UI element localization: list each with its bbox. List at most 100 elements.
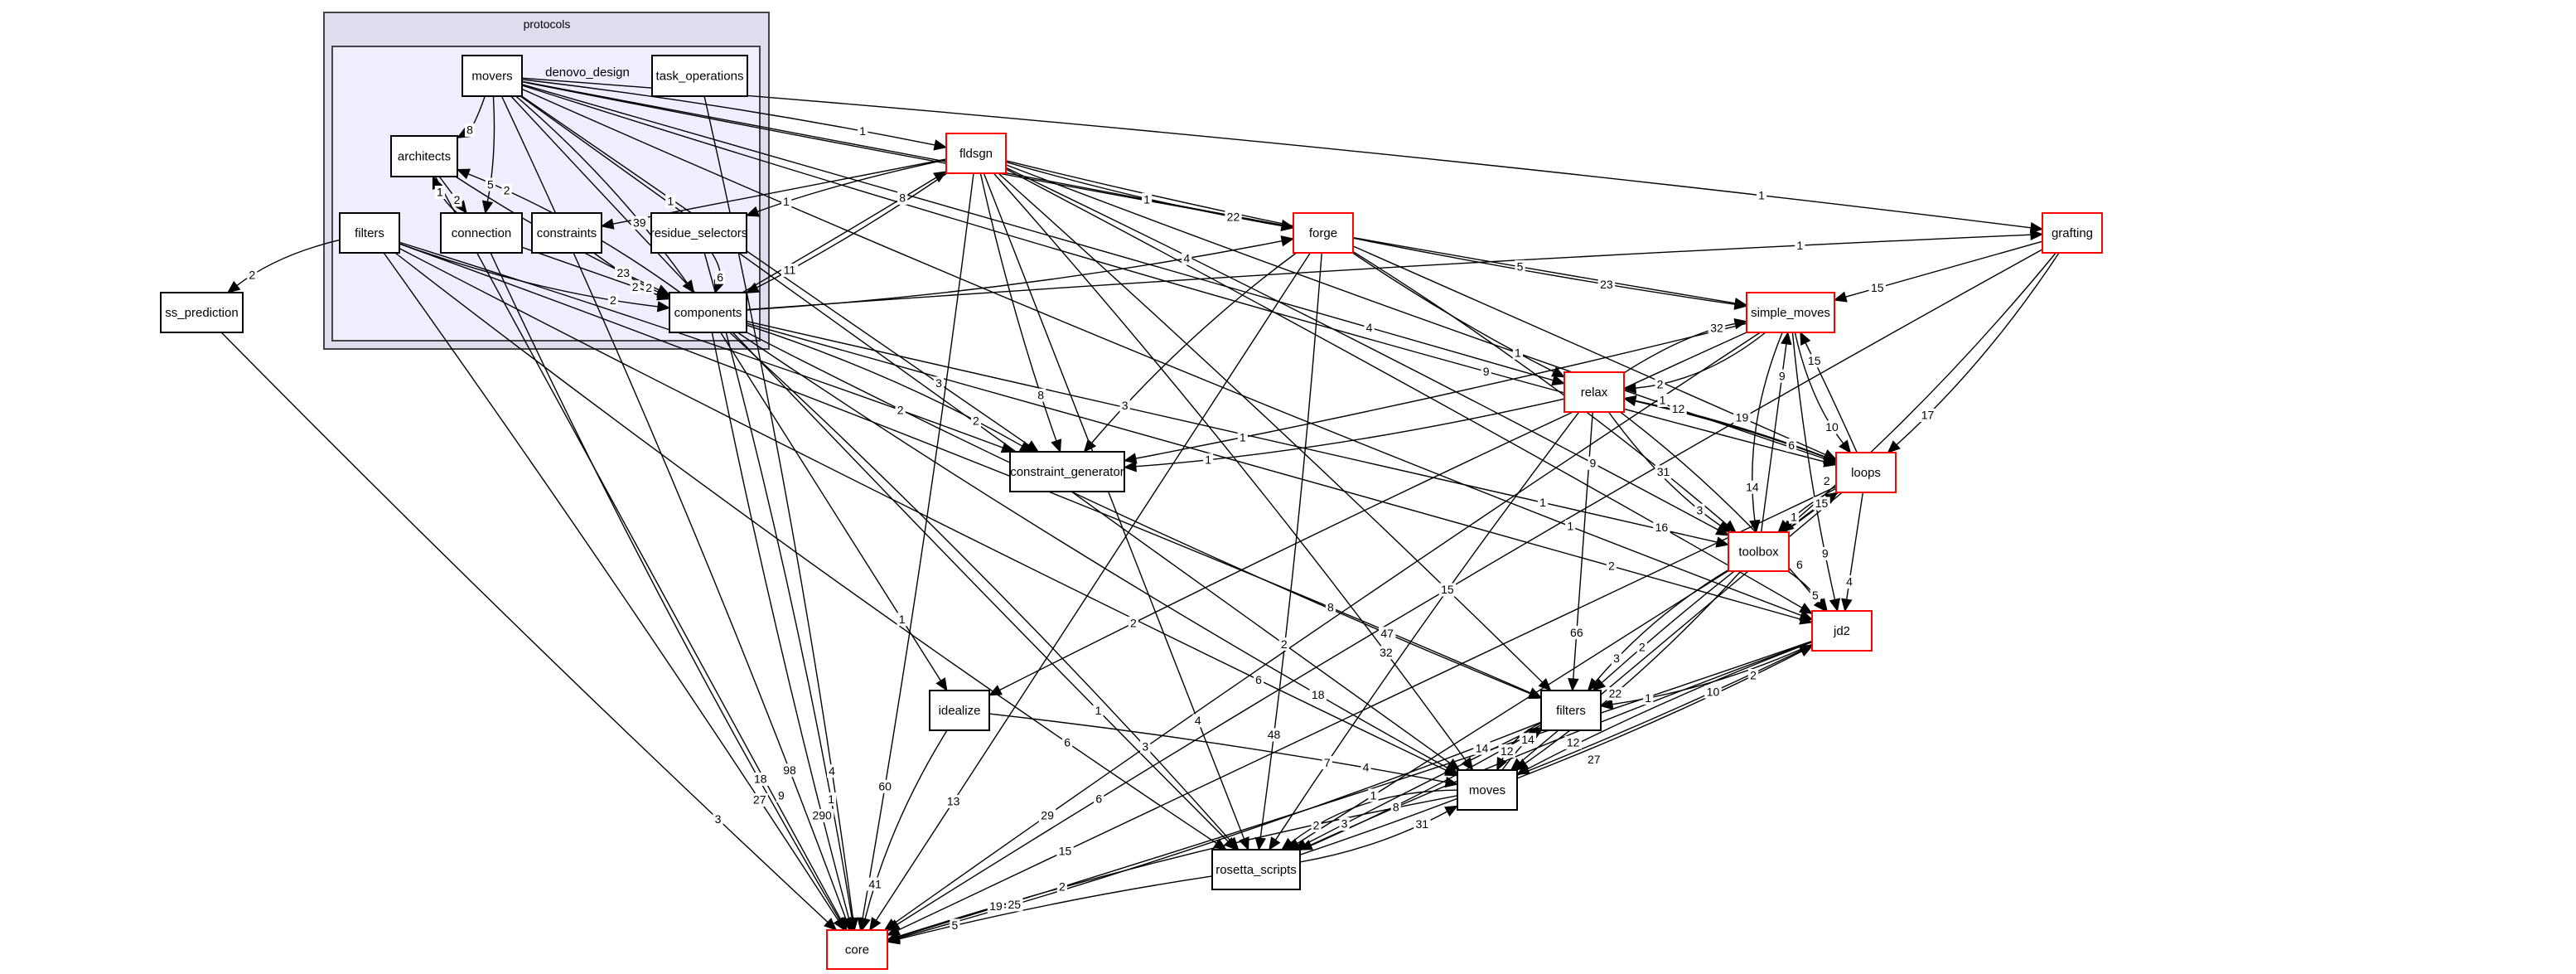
node-box[interactable] — [339, 212, 400, 254]
node-box[interactable] — [1563, 371, 1625, 413]
edge-count-label[interactable]: 9 — [1779, 369, 1786, 382]
edge-rosetta_scripts-to-core[interactable] — [886, 875, 1213, 945]
edge-movers-to-constraint_generator[interactable] — [521, 95, 1040, 453]
edge-connection-to-core[interactable] — [490, 252, 847, 932]
edge-count-label[interactable]: 17 — [1921, 409, 1935, 422]
edge-count-label[interactable]: 22 — [1609, 687, 1622, 700]
edge-grafting-to-core[interactable] — [886, 249, 2043, 932]
edge-fldsgn-to-rosetta_scripts[interactable] — [983, 172, 1249, 851]
edge-count-label[interactable]: 2 — [1608, 560, 1615, 573]
edge-components-to-core[interactable] — [711, 332, 855, 932]
edge-filters_dd-to-ss_prediction[interactable] — [226, 239, 341, 293]
edge-count-label[interactable]: 1 — [783, 195, 790, 208]
edge-relax-to-filters[interactable] — [1568, 411, 1593, 692]
edge-count-label[interactable]: 19 — [989, 899, 1003, 913]
edge-fldsgn-to-jd2[interactable] — [1005, 168, 1814, 614]
edge-count-label[interactable]: 2 — [1750, 669, 1757, 682]
node-box[interactable] — [160, 292, 244, 333]
edge-count-label[interactable]: 4 — [829, 764, 835, 778]
node-box[interactable] — [1746, 292, 1835, 333]
edge-jd2-to-core[interactable] — [886, 640, 1813, 943]
node-rosetta-scripts[interactable]: rosetta_scripts — [1211, 849, 1301, 890]
edge-count-label[interactable]: 2 — [1313, 819, 1320, 832]
edge-count-label[interactable]: 1 — [667, 194, 674, 207]
edge-count-label[interactable]: 4 — [1183, 251, 1190, 264]
edge-count-label[interactable]: 2 — [1130, 616, 1137, 629]
edge-count-label[interactable]: 6 — [717, 270, 723, 283]
node-box[interactable] — [1540, 690, 1602, 731]
edge-filters_dd-to-core[interactable] — [383, 252, 845, 932]
edge-count-label[interactable]: 5 — [487, 177, 494, 191]
edge-movers-to-fldsgn[interactable] — [521, 79, 948, 151]
cluster-protocols-label[interactable]: protocols — [524, 17, 571, 31]
edge-forge-to-core[interactable] — [869, 252, 1311, 932]
edge-count-label[interactable]: 3 — [715, 812, 722, 826]
edge-simple_moves-to-jd2[interactable] — [1791, 332, 1840, 613]
cluster-denovo-design-label[interactable]: denovo_design — [545, 65, 630, 80]
edge-jd2-to-rosetta_scripts[interactable] — [1298, 641, 1813, 850]
edge-count-label[interactable]: 1 — [1095, 704, 1102, 717]
edge-count-label[interactable]: 11 — [784, 264, 796, 277]
edge-toolbox-to-filters[interactable] — [1587, 569, 1729, 691]
node-box[interactable] — [651, 55, 748, 97]
edge-simple_moves-to-toolbox[interactable] — [1749, 332, 1783, 534]
edge-fldsgn-to-residue_selectors[interactable] — [745, 159, 947, 217]
edge-count-label[interactable]: 3 — [1697, 503, 1704, 516]
edge-fldsgn-to-toolbox[interactable] — [1005, 167, 1730, 536]
node-task-operations[interactable]: task_operations — [651, 55, 748, 97]
edge-count-label[interactable]: 1 — [437, 186, 443, 199]
edge-count-label[interactable]: 48 — [1268, 728, 1281, 741]
edge-count-label[interactable]: 19 — [1736, 411, 1749, 424]
edge-count-label[interactable]: 3 — [935, 376, 942, 390]
edge-movers-to-relax[interactable] — [521, 84, 1566, 386]
edge-count-label[interactable]: 5 — [1517, 260, 1524, 274]
edge-count-label[interactable]: 1 — [1758, 188, 1765, 201]
node-residue-selectors[interactable]: residue_selectors — [650, 212, 748, 254]
edge-filters_dd-to-moves[interactable] — [399, 248, 1459, 777]
node-idealize[interactable]: idealize — [929, 690, 990, 731]
edge-grafting-to-loops[interactable] — [1887, 252, 2060, 453]
node-box[interactable] — [1835, 452, 1897, 493]
edge-count-label[interactable]: 2 — [249, 268, 255, 281]
edge-fldsgn-to-core[interactable] — [857, 172, 974, 932]
edge-count-label[interactable]: 15 — [1871, 281, 1884, 294]
edge-count-label[interactable]: 27 — [753, 793, 766, 807]
edge-count-label[interactable]: 5 — [952, 918, 959, 932]
edge-count-label[interactable]: 3 — [1613, 652, 1620, 665]
edge-idealize-to-core[interactable] — [859, 729, 948, 932]
edge-rosetta_scripts-to-moves[interactable] — [1299, 805, 1459, 863]
edge-movers-to-loops[interactable] — [521, 85, 1838, 468]
edge-loops-to-core[interactable] — [886, 486, 1837, 936]
edge-components-to-toolbox[interactable] — [746, 320, 1730, 548]
edge-count-label[interactable]: 2 — [504, 183, 510, 196]
edge-movers-to-moves[interactable] — [520, 95, 1461, 771]
node-box[interactable] — [1009, 451, 1125, 492]
edge-count-label[interactable]: 14 — [1476, 741, 1489, 754]
node-grafting[interactable]: grafting — [2042, 212, 2103, 254]
edge-count-label[interactable]: 6 — [1064, 736, 1071, 749]
edge-count-label[interactable]: 12 — [1672, 402, 1685, 415]
node-box[interactable] — [440, 212, 523, 254]
edge-filters_dd-to-constraint_generator[interactable] — [399, 241, 1015, 453]
edge-count-label[interactable]: 6 — [1796, 558, 1803, 571]
edge-count-label[interactable]: 9 — [778, 789, 785, 802]
edge-components-to-forge[interactable] — [746, 235, 1295, 311]
edge-count-label[interactable]: 3 — [1142, 739, 1148, 753]
edge-count-label[interactable]: 2 — [1639, 641, 1646, 654]
edge-count-label[interactable]: 23 — [616, 266, 630, 279]
edge-forge-to-toolbox[interactable] — [1352, 250, 1737, 533]
edge-count-label[interactable]: 2 — [454, 193, 461, 206]
edge-count-label[interactable]: 9 — [1822, 547, 1829, 560]
edge-count-label[interactable]: 18 — [754, 773, 767, 786]
edge-count-label[interactable]: 1 — [1240, 430, 1246, 443]
edge-count-label[interactable]: 27 — [1588, 753, 1601, 766]
node-movers[interactable]: movers — [462, 55, 523, 97]
edge-count-label[interactable]: 2 — [973, 414, 979, 427]
edge-toolbox-to-rosetta_scripts[interactable] — [1286, 569, 1729, 850]
node-ss-prediction[interactable]: ss_prediction — [160, 292, 244, 333]
edge-filters_dd-to-components[interactable] — [399, 243, 671, 313]
node-forge[interactable]: forge — [1293, 212, 1354, 254]
edge-count-label[interactable]: 2 — [1281, 637, 1288, 651]
edge-count-label[interactable]: 290 — [812, 809, 832, 822]
edge-simple_moves-to-constraint_generator[interactable] — [1123, 322, 1747, 464]
